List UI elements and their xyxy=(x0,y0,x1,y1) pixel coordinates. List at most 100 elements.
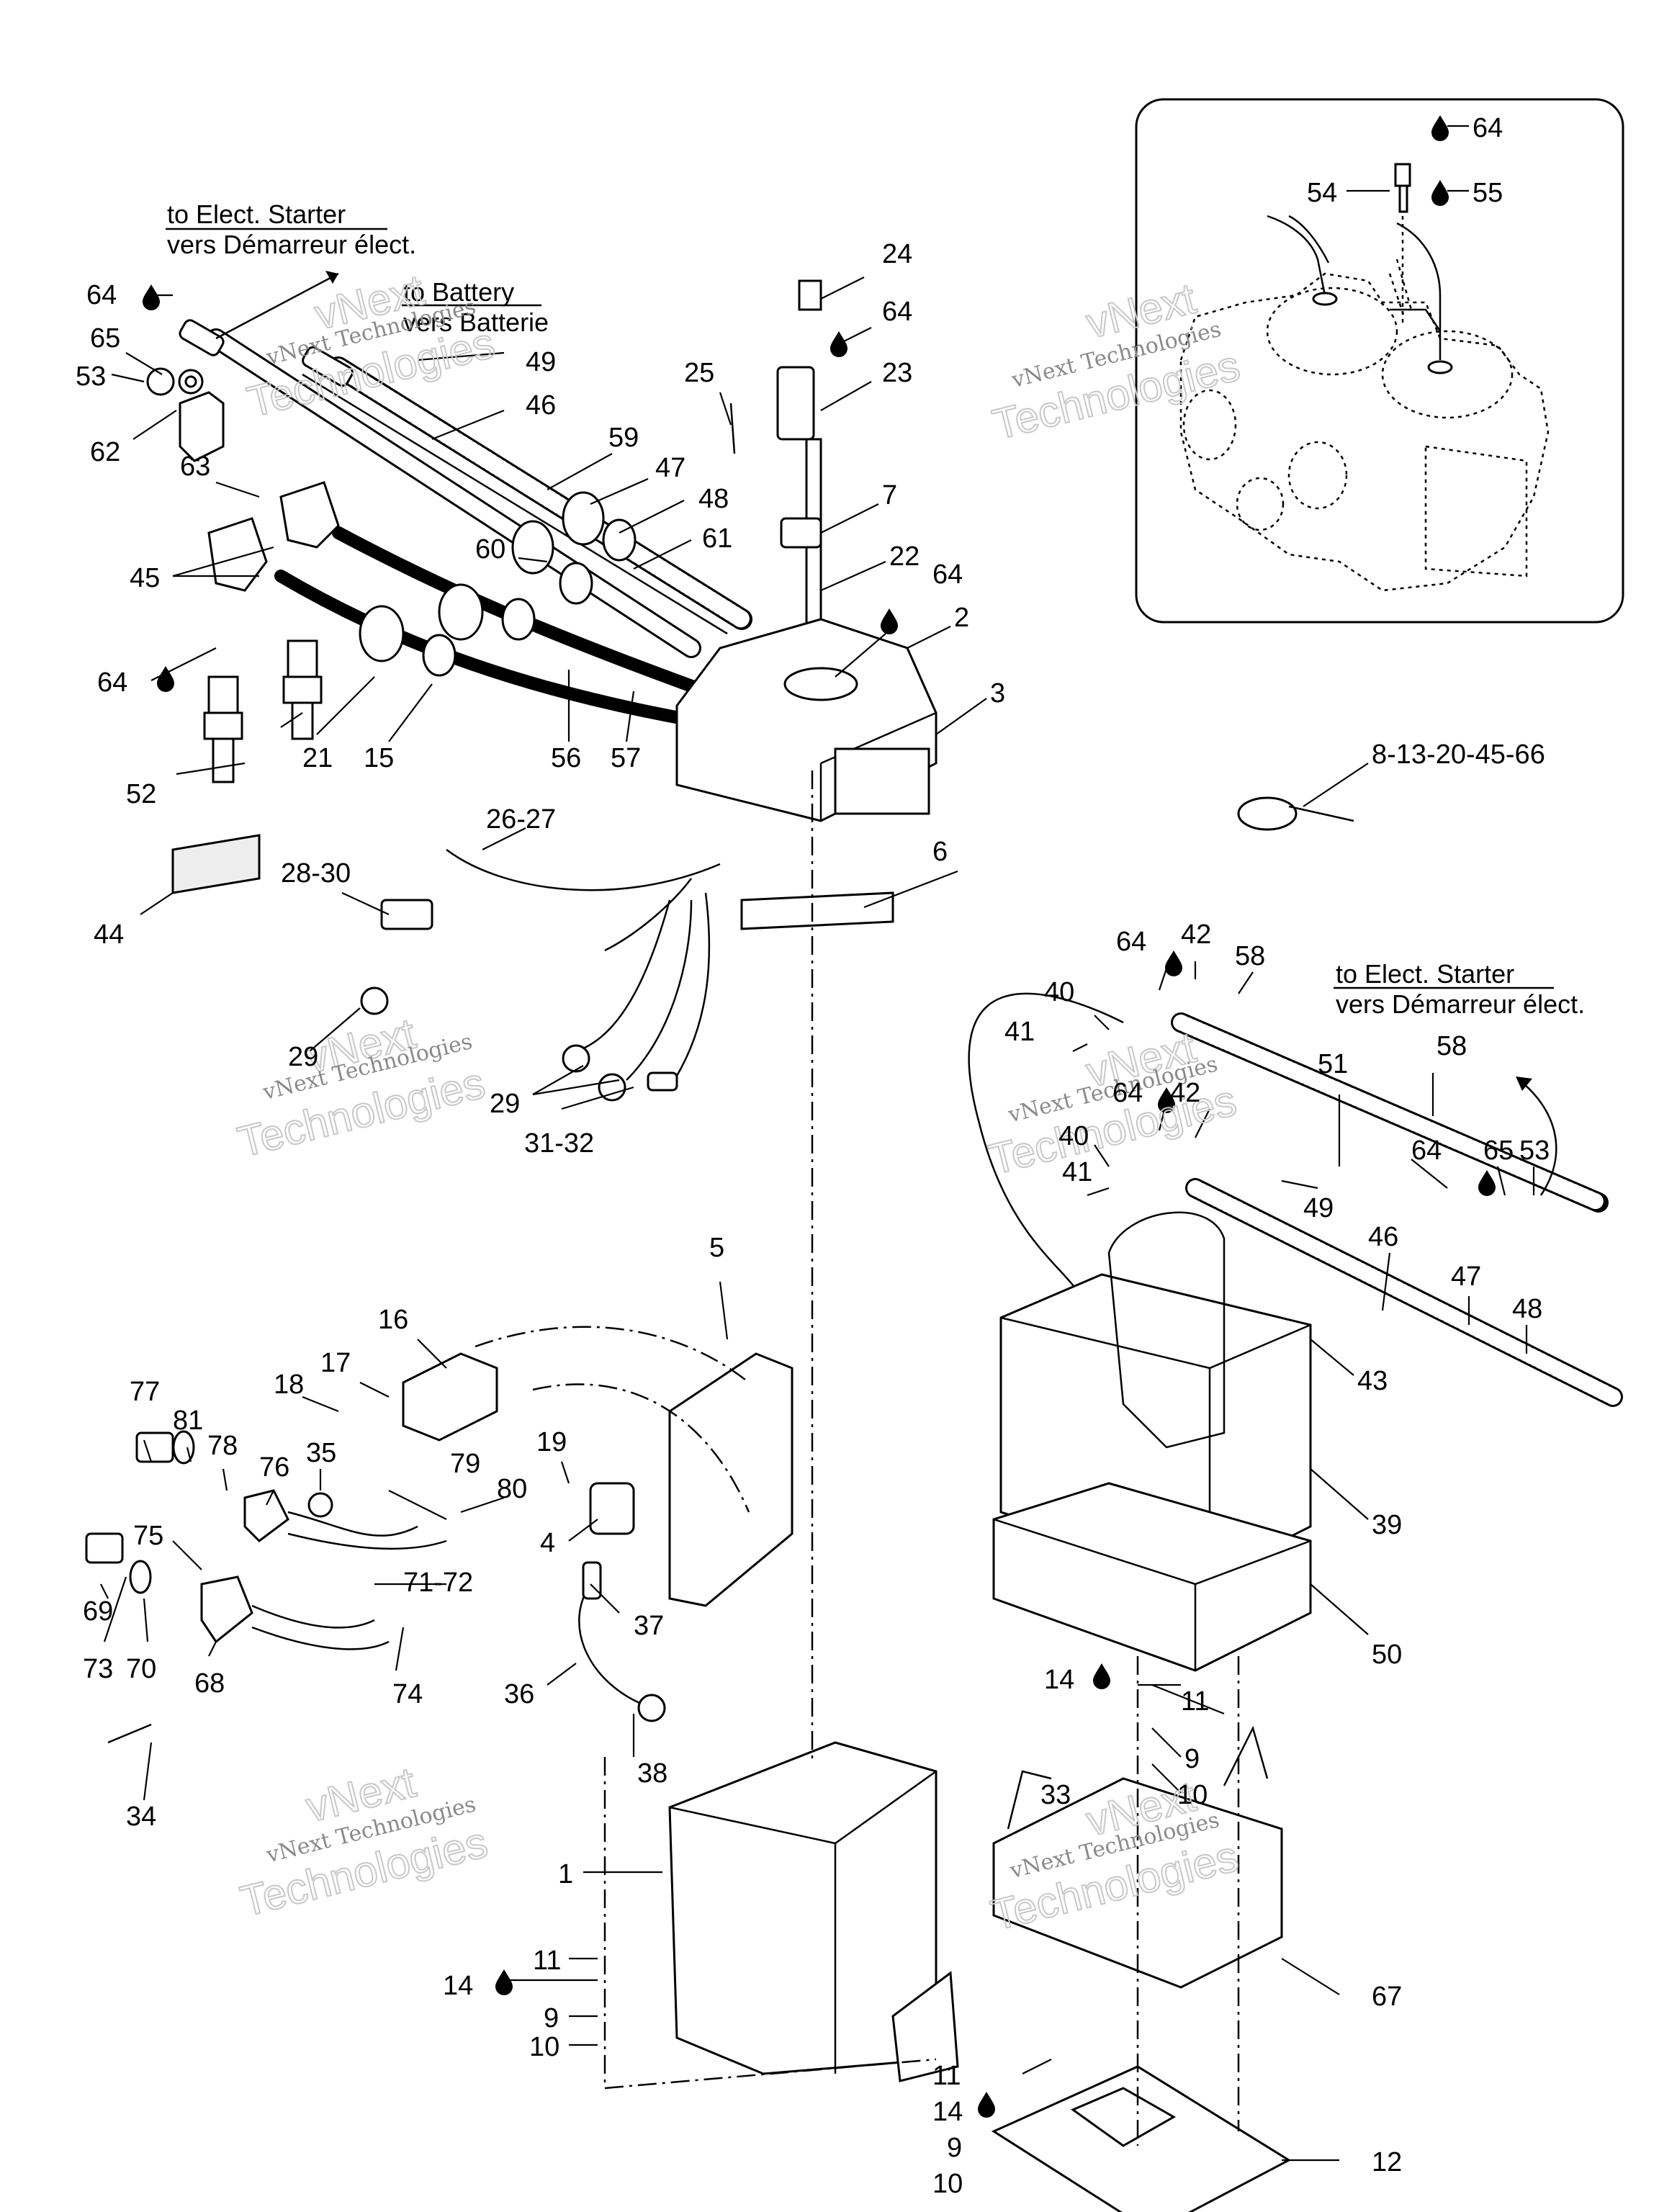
callout: 42 xyxy=(1170,1078,1200,1108)
callout: 68 xyxy=(194,1668,225,1699)
callout: 81 xyxy=(173,1406,203,1436)
callout: 64 xyxy=(1411,1136,1442,1166)
callout: 65 xyxy=(1483,1136,1514,1166)
callout: 47 xyxy=(1451,1262,1481,1292)
callout: 9 xyxy=(1184,1744,1200,1774)
spark-plug xyxy=(203,675,243,783)
callout: 53 xyxy=(1519,1136,1550,1166)
callout: 24 xyxy=(882,239,912,269)
spark-plug xyxy=(282,639,323,740)
callout: 75 xyxy=(133,1521,163,1551)
callout: 64 xyxy=(86,280,117,310)
callout: 11 xyxy=(932,2061,961,2091)
callout: 48 xyxy=(698,484,729,514)
callout: 14 xyxy=(932,2097,963,2127)
callout: 3 xyxy=(990,678,1005,709)
callout: 35 xyxy=(306,1438,336,1468)
callout: 9 xyxy=(544,2003,559,2033)
callout: 2 xyxy=(954,603,969,633)
callout: 76 xyxy=(259,1452,289,1483)
callout: 47 xyxy=(655,453,685,483)
callouts: 64 54 55 64 65 53 62 63 49 46 59 47 48 6… xyxy=(76,113,1550,2199)
annotation-battery-fr: vers Batterie xyxy=(403,307,549,337)
callout: 14 xyxy=(1044,1665,1074,1695)
callout: 11 xyxy=(1181,1686,1209,1717)
callout: 64 xyxy=(97,667,127,698)
callout: 64 xyxy=(1116,927,1146,957)
callout: 40 xyxy=(1058,1121,1089,1151)
oil-drop-icon xyxy=(143,115,1496,2118)
callout: 62 xyxy=(90,437,120,467)
callout: 10 xyxy=(1177,1780,1208,1810)
callout: 26-27 xyxy=(486,804,556,835)
callout: 60 xyxy=(475,534,505,565)
callout: 9 xyxy=(947,2133,962,2163)
callout: 71-72 xyxy=(403,1568,473,1598)
callout: 79 xyxy=(450,1449,480,1479)
callout: 54 xyxy=(1307,178,1337,208)
callout: 46 xyxy=(526,390,556,421)
callout: 1 xyxy=(558,1859,573,1889)
annotation-starter-right-en: to Elect. Starter xyxy=(1336,959,1514,989)
callout: 55 xyxy=(1473,178,1503,208)
annotation-starter-fr: vers Démarreur élect. xyxy=(167,230,416,259)
callout: 4 xyxy=(540,1528,555,1558)
callout: 41 xyxy=(1062,1157,1092,1187)
callout: 31-32 xyxy=(524,1128,594,1159)
callout: 39 xyxy=(1372,1510,1402,1540)
callout: 80 xyxy=(497,1474,527,1504)
callout: 65 xyxy=(90,323,120,354)
callout: 11 xyxy=(533,1946,561,1976)
arrow-to-starter xyxy=(1519,1079,1557,1196)
callout: 12 xyxy=(1372,2147,1402,2177)
callout: 56 xyxy=(551,743,581,773)
callout: 42 xyxy=(1181,920,1211,950)
callout: 38 xyxy=(637,1758,667,1789)
callout: 44 xyxy=(94,920,124,950)
callout: 18 xyxy=(274,1370,304,1400)
callout: 5 xyxy=(709,1233,724,1263)
callout: 73 xyxy=(83,1654,113,1684)
callout: 63 xyxy=(180,451,210,482)
callout: 28-30 xyxy=(281,858,351,889)
callout: 45 xyxy=(130,563,160,593)
dash-line xyxy=(532,1383,750,1513)
callout: 58 xyxy=(1235,941,1265,971)
callout: 53 xyxy=(76,361,106,392)
callout: 78 xyxy=(207,1431,238,1461)
callout: 6 xyxy=(932,837,948,867)
top-left-assembly xyxy=(146,279,1354,1102)
callout: 41 xyxy=(1004,1017,1035,1047)
watermark: vNext vNext Technologies Technologies xyxy=(235,1757,493,1926)
dash-line xyxy=(603,1757,937,2090)
dash-line xyxy=(475,1326,750,1383)
callout: 43 xyxy=(1357,1366,1388,1396)
callout: 21 xyxy=(302,743,333,773)
callout: 29 xyxy=(490,1089,520,1119)
arrow-to-starter xyxy=(215,272,339,340)
callout: 37 xyxy=(634,1611,664,1641)
callout: 77 xyxy=(130,1377,160,1407)
callout: 50 xyxy=(1372,1640,1402,1670)
callout: 49 xyxy=(526,347,556,377)
callout: 16 xyxy=(378,1305,408,1335)
callout: 67 xyxy=(1372,1982,1402,2012)
callout: 34 xyxy=(126,1802,156,1832)
callout: 64 xyxy=(1473,113,1503,143)
annotation-starter-right-fr: vers Démarreur élect. xyxy=(1336,989,1585,1019)
callout: 74 xyxy=(392,1679,423,1709)
callout: 52 xyxy=(126,779,156,809)
callout: 64 xyxy=(932,559,963,590)
callout: 36 xyxy=(504,1679,534,1709)
callout: 51 xyxy=(1318,1049,1348,1079)
callout: 7 xyxy=(882,480,897,511)
callout: 49 xyxy=(1303,1193,1334,1223)
callout: 70 xyxy=(126,1654,156,1684)
engine-inset xyxy=(1135,98,1624,624)
callout: 58 xyxy=(1437,1031,1467,1061)
callout: 29 xyxy=(288,1042,318,1072)
callout: 69 xyxy=(83,1596,113,1627)
leader-lines xyxy=(100,125,1535,2162)
callout: 15 xyxy=(364,743,394,773)
